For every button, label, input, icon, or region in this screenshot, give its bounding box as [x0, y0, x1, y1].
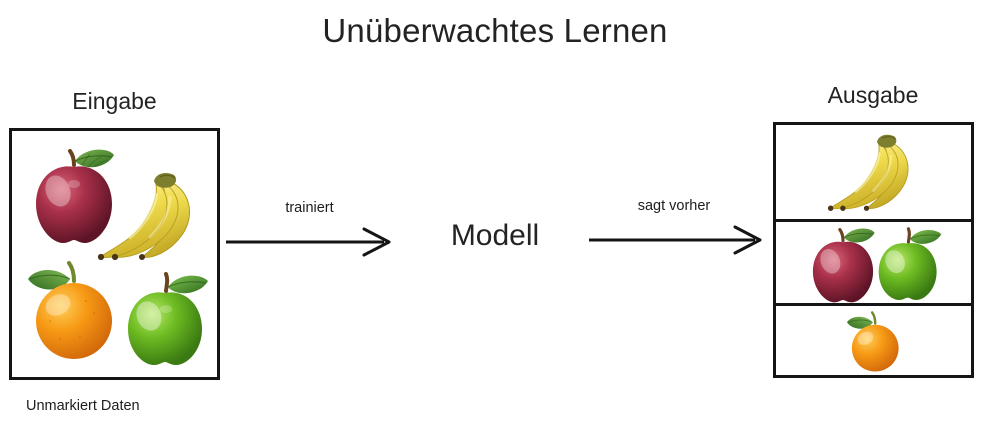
- banana-bunch-icon: [820, 133, 920, 222]
- trainiert-arrow: [226, 227, 391, 257]
- output-cluster-apples: [776, 219, 971, 303]
- output-cluster-oranges: [776, 303, 971, 375]
- page-title: Unüberwachtes Lernen: [322, 12, 668, 49]
- green-apple-icon: [874, 226, 946, 307]
- output-panel-label: Ausgabe: [827, 82, 919, 108]
- model-label: Modell: [450, 219, 540, 252]
- output-cluster-bananas: [776, 125, 971, 219]
- input-caption: Unmarkiert Daten: [26, 398, 140, 414]
- output-box: [773, 122, 974, 378]
- input-panel-label: Eingabe: [72, 88, 157, 114]
- orange-icon: [20, 259, 124, 368]
- input-box: [9, 128, 220, 380]
- sagt-vorher-arrow: [589, 225, 762, 255]
- trainiert-arrow-label: trainiert: [285, 200, 334, 216]
- orange-icon: [838, 310, 910, 379]
- green-apple-icon: [122, 271, 214, 372]
- red-apple-icon: [30, 149, 118, 250]
- banana-bunch-icon: [90, 171, 202, 272]
- red-apple-icon: [808, 228, 878, 309]
- sagt-vorher-arrow-label: sagt vorher: [637, 198, 711, 214]
